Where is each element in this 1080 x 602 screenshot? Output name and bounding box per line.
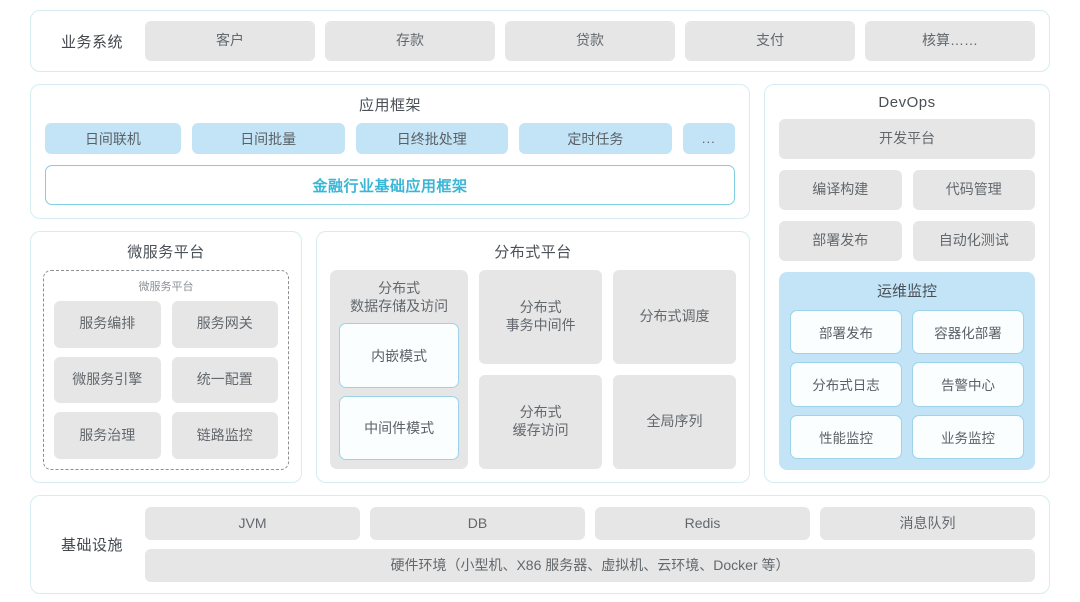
business-system-item-customer[interactable]: 客户 <box>145 21 315 61</box>
devops-title: DevOps <box>878 94 936 111</box>
infrastructure-panel: 基础设施 JVM DB Redis 消息队列 硬件环境（小型机、X86 服务器、… <box>30 495 1050 594</box>
ops-item-alert-center[interactable]: 告警中心 <box>912 362 1024 407</box>
devops-item-automated-testing[interactable]: 自动化测试 <box>912 221 1035 261</box>
distributed-item-scheduling[interactable]: 分布式调度 <box>613 270 736 364</box>
microservice-item-link-monitoring[interactable]: 链路监控 <box>171 412 278 459</box>
app-framework-banner: 金融行业基础应用框架 <box>45 165 735 205</box>
business-systems-panel: 业务系统 客户 存款 贷款 支付 核算…… <box>30 10 1050 72</box>
microservice-platform-title: 微服务平台 <box>127 244 205 261</box>
distributed-storage-mode-embedded[interactable]: 内嵌模式 <box>339 323 460 388</box>
distributed-body: 分布式 数据存储及访问 内嵌模式 中间件模式 分布式 事务中间件 分布式调 <box>330 270 736 469</box>
microservice-item-unified-config[interactable]: 统一配置 <box>171 356 278 404</box>
distributed-item-cache-access-label: 分布式 缓存访问 <box>512 404 569 438</box>
business-system-item-deposit[interactable]: 存款 <box>325 21 495 61</box>
ops-item-performance-monitoring[interactable]: 性能监控 <box>790 414 902 459</box>
microservice-platform-panel: 微服务平台 微服务平台 服务编排 服务网关 微服务引擎 统一配置 服务治理 链路… <box>30 231 302 483</box>
distributed-storage-title-line1: 分布式 <box>378 280 421 296</box>
app-framework-item-eod-batch[interactable]: 日终批处理 <box>355 123 509 154</box>
devops-panel: DevOps 开发平台 编译构建 代码管理 部署发布 自动化测试 运维监控 部署… <box>764 84 1050 483</box>
distributed-platform-panel: 分布式平台 分布式 数据存储及访问 内嵌模式 中间件模式 <box>316 231 750 483</box>
distributed-storage-mode-middleware[interactable]: 中间件模式 <box>339 395 460 460</box>
distributed-item-global-sequence[interactable]: 全局序列 <box>613 375 736 469</box>
devops-stack: 开发平台 编译构建 代码管理 部署发布 自动化测试 运维监控 部署发布 容器化部… <box>779 119 1035 470</box>
infrastructure-item-redis[interactable]: Redis <box>595 507 810 540</box>
platform-bottom-row: 微服务平台 微服务平台 服务编排 服务网关 微服务引擎 统一配置 服务治理 链路… <box>30 231 750 483</box>
microservice-item-orchestration[interactable]: 服务编排 <box>54 301 161 348</box>
ops-item-distributed-log[interactable]: 分布式日志 <box>790 362 902 407</box>
infrastructure-item-row: JVM DB Redis 消息队列 <box>145 507 1035 540</box>
distributed-item-transaction-middleware-label: 分布式 事务中间件 <box>505 299 576 333</box>
distributed-item-cache-access[interactable]: 分布式 缓存访问 <box>479 375 603 469</box>
microservice-item-governance[interactable]: 服务治理 <box>54 412 161 459</box>
infrastructure-hardware-bar[interactable]: 硬件环境（小型机、X86 服务器、虚拟机、云环境、Docker 等） <box>145 549 1035 582</box>
business-system-item-loan[interactable]: 贷款 <box>505 21 675 61</box>
ops-monitoring-grid: 部署发布 容器化部署 分布式日志 告警中心 性能监控 业务监控 <box>790 310 1024 459</box>
infrastructure-stack: JVM DB Redis 消息队列 硬件环境（小型机、X86 服务器、虚拟机、云… <box>145 507 1035 582</box>
ops-item-deploy-release[interactable]: 部署发布 <box>790 310 902 355</box>
infrastructure-item-db[interactable]: DB <box>370 507 585 540</box>
microservice-item-engine[interactable]: 微服务引擎 <box>54 356 161 404</box>
middle-area: 应用框架 日间联机 日间批量 日终批处理 定时任务 ... 金融行业基础应用框架… <box>30 84 1050 483</box>
distributed-item-scheduling-label: 分布式调度 <box>639 308 710 325</box>
distributed-item-transaction-middleware[interactable]: 分布式 事务中间件 <box>479 270 603 364</box>
microservice-inner-label: 微服务平台 <box>138 281 194 293</box>
infrastructure-item-jvm[interactable]: JVM <box>145 507 360 540</box>
app-framework-item-scheduled-task[interactable]: 定时任务 <box>519 123 672 154</box>
devops-item-code-management[interactable]: 代码管理 <box>912 170 1035 210</box>
microservice-item-grid: 服务编排 服务网关 微服务引擎 统一配置 服务治理 链路监控 <box>54 301 278 459</box>
distributed-storage-title-line2: 数据存储及访问 <box>350 298 449 315</box>
devops-item-compile-build[interactable]: 编译构建 <box>779 170 902 210</box>
distributed-storage-card[interactable]: 分布式 数据存储及访问 内嵌模式 中间件模式 <box>330 270 469 469</box>
microservice-item-gateway[interactable]: 服务网关 <box>171 301 278 348</box>
business-systems-label: 业务系统 <box>60 33 123 51</box>
distributed-platform-title: 分布式平台 <box>494 244 572 261</box>
app-framework-panel: 应用框架 日间联机 日间批量 日终批处理 定时任务 ... 金融行业基础应用框架 <box>30 84 750 219</box>
devops-pair-row-1: 编译构建 代码管理 <box>779 170 1035 210</box>
platform-column: 应用框架 日间联机 日间批量 日终批处理 定时任务 ... 金融行业基础应用框架… <box>30 84 750 483</box>
devops-item-deploy-release[interactable]: 部署发布 <box>779 221 902 261</box>
devops-pair-row-2: 部署发布 自动化测试 <box>779 221 1035 261</box>
ops-item-containerized-deploy[interactable]: 容器化部署 <box>912 310 1024 355</box>
ops-monitoring-box: 运维监控 部署发布 容器化部署 分布式日志 告警中心 性能监控 业务监控 <box>779 272 1035 470</box>
app-framework-item-daytime-batch[interactable]: 日间批量 <box>191 123 345 154</box>
app-framework-item-more[interactable]: ... <box>682 123 735 154</box>
infrastructure-label: 基础设施 <box>60 537 123 554</box>
ops-item-business-monitoring[interactable]: 业务监控 <box>912 414 1024 459</box>
app-framework-pill-row: 日间联机 日间批量 日终批处理 定时任务 ... <box>45 123 735 154</box>
business-system-item-payment[interactable]: 支付 <box>685 21 855 61</box>
microservice-inner-box: 微服务平台 服务编排 服务网关 微服务引擎 统一配置 服务治理 链路监控 <box>43 270 289 470</box>
devops-item-dev-platform[interactable]: 开发平台 <box>779 119 1035 159</box>
distributed-storage-title: 分布式 数据存储及访问 <box>339 279 459 323</box>
ops-monitoring-title: 运维监控 <box>876 283 937 300</box>
business-system-item-accounting[interactable]: 核算…… <box>865 21 1035 61</box>
app-framework-item-daytime-online[interactable]: 日间联机 <box>45 123 181 154</box>
distributed-cell-grid: 分布式 事务中间件 分布式调度 分布式 缓存访问 全局序列 <box>479 270 736 469</box>
distributed-item-global-sequence-label: 全局序列 <box>646 413 703 430</box>
infrastructure-item-message-queue[interactable]: 消息队列 <box>820 507 1035 540</box>
app-framework-title: 应用框架 <box>358 97 421 114</box>
